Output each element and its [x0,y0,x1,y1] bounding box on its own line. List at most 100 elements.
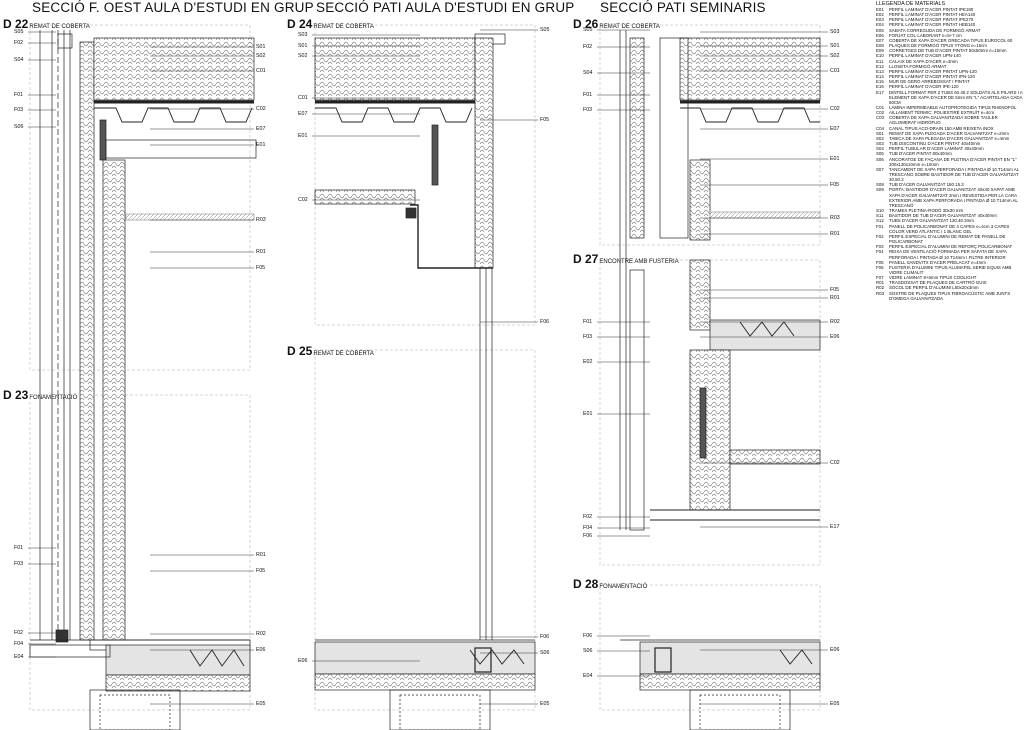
callout-f05: F05 [830,287,840,293]
legend-code: R02 [876,285,885,291]
column-middle-drawing [314,24,536,730]
callout-e06: E06 [830,647,840,653]
leader-lines [28,29,828,705]
legend-text: TRAMEX PLETINA-RODÓ 30x30 mm [889,208,964,214]
callout-e06: E06 [830,334,840,340]
section-title-left: SECCIÓ F. OEST AULA D'ESTUDI EN GRUP [32,0,314,15]
legend-text: CANAL TIPUS ACO-DRAIN 150 AMB REIXETA IN… [889,125,994,131]
callout-c02: C02 [830,106,840,112]
callout-f02: F02 [583,44,593,50]
legend-text: SABATA CORREGUDA DE FORMIGÓ ARMAT [889,27,981,33]
callout-s06: S06 [14,124,24,130]
legend-code: S08 [876,182,884,188]
callout-f01: F01 [583,92,593,98]
callout-f03: F03 [583,107,593,113]
legend-code: E01 [876,7,884,12]
legend-code: F01 [876,223,884,229]
callout-e05: E05 [256,701,266,707]
callout-s05: S05 [14,29,24,35]
callout-f01: F01 [14,545,24,551]
legend-text: PORTA: BASTIDOR D'ACER GALVANITZAT 40x40… [889,187,1018,208]
legend-code: S09 [876,187,884,193]
legend-code: F03 [876,244,884,250]
callout-e05: E05 [540,701,550,707]
legend-text: PERFIL TUBULAR D'ACER LAMINAT 40x40mm [889,146,984,152]
callout-r01: R01 [256,552,266,558]
legend-code: E13 [876,68,884,74]
legend-item: S09 PORTA: BASTIDOR D'ACER GALVANITZAT 40… [876,187,1024,208]
legend-text: FORJAT COL·LABORANT e=5+7 cm [889,32,962,38]
callout-r02: R02 [256,631,266,637]
callout-f03: F03 [14,107,24,113]
legend-text: PANELL SANDVITX D'ACER PRELACAT e=4mm [889,259,986,265]
legend-text: REMAT DE XAPA PLEGADA D'ACER GALVANITZAT… [889,130,1009,136]
legend-item: S08 TUB D'ACER GALVANITZAT 180.15.3 [876,182,1024,187]
callout-f02: F02 [14,40,24,46]
callout-s03: S03 [830,29,840,35]
column-left-drawing [29,24,257,730]
legend-code: C04 [876,125,885,131]
legend-text: VIDRE LAMINAT 8+6mm TIPUS COOLIGHT [889,275,977,281]
legend-text: TUB DISCONTINU D'ACER PINTAT 40x40mm [889,141,981,147]
callout-e07: E07 [256,126,266,132]
detail-d28: D 28FONAMENTACIÓ [573,577,648,591]
legend-code: S11 [876,213,884,219]
callout-e05: E05 [830,701,840,707]
legend-code: C01 [876,104,885,110]
legend-text: DINTELL FORMAT PER 2 TUBS 60.40.2 SOLDAT… [889,89,1023,105]
legend-text: PERFIL LAMINAT D'ACER IPE-120 [889,84,959,90]
legend-text: LÀMINA IMPERMEABLE AUTOPROTEGIDA TIPUS R… [889,104,1017,110]
legend-code: E12 [876,63,884,69]
detail-d23: D 23FONAMENTACIÓ [3,388,78,402]
legend-item: C04 CANAL TIPUS ACO-DRAIN 150 AMB REIXETA… [876,126,1024,131]
callout-f06: F06 [540,319,550,325]
callout-c01: C01 [830,68,840,74]
legend-text: PLAQUES DE FORMIGÓ TIPUS YTONG e=15cm [889,43,987,49]
callout-f04: F04 [14,641,24,647]
legend-code: E04 [876,22,884,28]
legend-heading: LLEGENDA DE MATERIALS [876,1,946,7]
legend-code: E14 [876,74,884,80]
callout-f03: F03 [14,561,24,567]
legend-code: E16 [876,84,884,90]
legend-code: E06 [876,32,884,38]
callout-f06: F06 [583,633,593,639]
callout-e02: E02 [583,359,593,365]
legend-text: TUB D'ACER GALVANITZAT 180.15.3 [889,182,964,188]
legend-text: COBERTA DE XAPA D'ACER GRECADA TIPUS EUR… [889,37,1013,43]
callout-f03: F03 [583,334,593,340]
callout-e07: E07 [298,111,308,117]
callout-f01: F01 [583,319,593,325]
legend-text: PERFIL LAMINAT D'ACER UPN-140 [889,53,961,59]
callout-e06: E06 [256,647,266,653]
legend-code: S07 [876,166,884,172]
detail-d25: D 25REMAT DE COBERTA [287,344,374,358]
callout-c01: C01 [298,95,308,101]
callout-f01: F01 [14,92,24,98]
legend-item: E16 PERFIL LAMINAT D'ACER IPE-120 [876,84,1024,89]
callout-f06: F06 [583,533,593,539]
callout-e06: E06 [298,658,308,664]
detail-d27: D 27ENCONTRE AMB FUSTERIA [573,252,679,266]
legend-code: R03 [876,290,885,296]
legend-text: SÒCOL DE PERFIL D'ALUMINI L50x20x3mm [889,285,979,291]
legend-item: R02 SÒCOL DE PERFIL D'ALUMINI L50x20x3mm [876,285,1024,290]
legend-code: C03 [876,115,885,121]
